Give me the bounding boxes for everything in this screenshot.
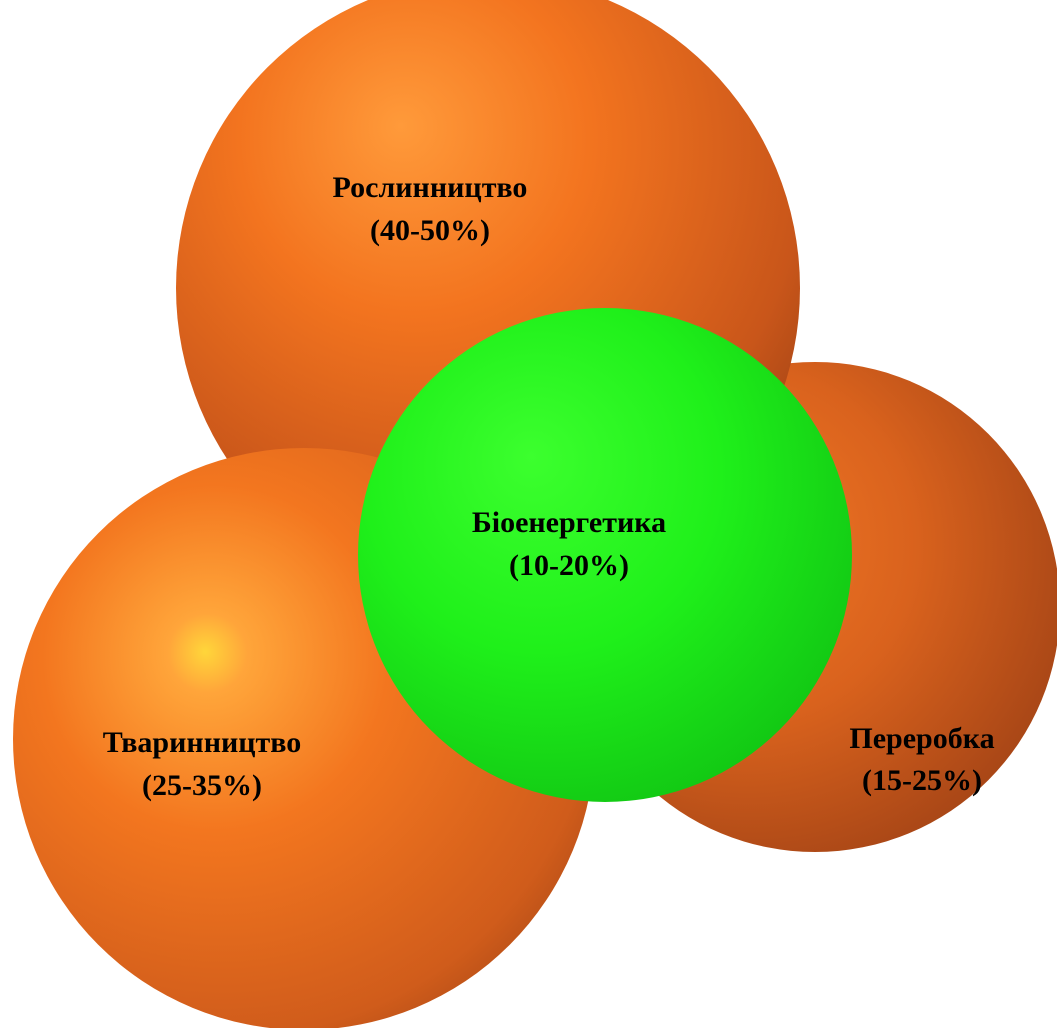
livestock-label: Тваринництво — [103, 726, 302, 759]
livestock-share-label: (25-35%) — [142, 769, 262, 802]
bioenergy-label: Біоенергетика — [472, 506, 666, 539]
processing-share-label: (15-25%) — [862, 764, 982, 797]
crop-share-label: (40-50%) — [370, 214, 490, 247]
processing-label: Переробка — [849, 722, 994, 755]
crop-label: Рослинництво — [333, 171, 528, 204]
bioenergy-share-label: (10-20%) — [509, 549, 629, 582]
